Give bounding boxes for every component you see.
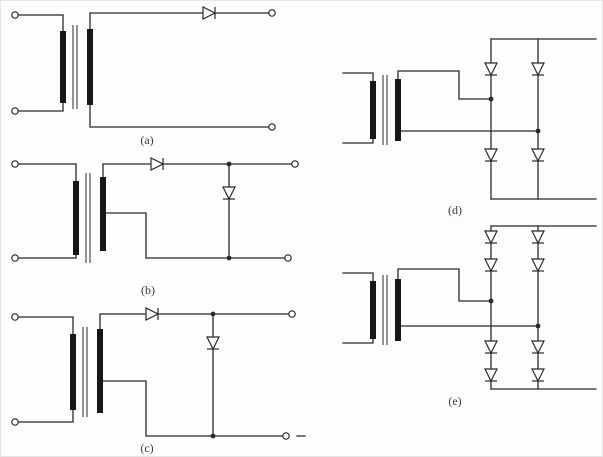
circuit-e: (e) — [342, 225, 597, 408]
junction-dot — [488, 298, 494, 304]
circuit-label-a: (a) — [140, 133, 153, 147]
output-terminal — [284, 254, 292, 262]
transformer-symbol — [370, 275, 401, 345]
circuit-a: (a) — [11, 6, 276, 147]
wires — [342, 225, 597, 390]
circuit-b: (b) — [11, 157, 299, 297]
diode-symbol — [150, 157, 164, 171]
diode-symbol — [484, 230, 498, 244]
input-terminal — [11, 160, 19, 168]
diode-symbol — [531, 230, 545, 244]
wires — [17, 12, 270, 128]
junction-dot — [535, 323, 541, 329]
diode-symbol — [531, 62, 545, 76]
diode-symbol — [484, 368, 498, 382]
input-terminal — [11, 254, 19, 262]
transformer-symbol — [73, 173, 106, 263]
diode-symbol — [484, 62, 498, 76]
diode-symbol — [206, 336, 220, 350]
diode-symbol — [484, 340, 498, 354]
circuit-label-b: (b) — [141, 283, 155, 297]
circuit-label-e: (e) — [448, 394, 461, 408]
transformer-symbol — [370, 75, 401, 145]
diode-symbol — [484, 148, 498, 162]
circuit-d: (d) — [342, 38, 597, 217]
junction-dot — [535, 128, 541, 134]
circuit-c: (c) — [11, 307, 306, 455]
diode-symbol — [202, 6, 216, 20]
input-terminal — [11, 107, 19, 115]
input-terminal — [11, 418, 19, 426]
diode-symbol — [531, 148, 545, 162]
diode-symbol — [484, 258, 498, 272]
input-terminal — [11, 11, 19, 19]
input-terminal — [11, 313, 19, 321]
diode-symbol — [531, 258, 545, 272]
wires — [17, 313, 306, 437]
transformer-symbol — [60, 25, 93, 109]
output-terminal — [268, 9, 276, 17]
wires — [17, 163, 293, 259]
junction-dot — [210, 433, 216, 439]
diode-symbol — [531, 340, 545, 354]
junction-dot — [210, 311, 216, 317]
transformer-symbol — [70, 327, 103, 417]
diode-symbol — [222, 186, 236, 200]
diode-symbol — [145, 307, 159, 321]
wires — [342, 38, 597, 200]
junction-dot — [226, 161, 232, 167]
output-terminal — [291, 160, 299, 168]
junction-dot — [226, 255, 232, 261]
output-terminal — [288, 310, 296, 318]
output-terminal — [268, 123, 276, 131]
output-terminal — [282, 432, 290, 440]
junction-dot — [488, 96, 494, 102]
circuit-label-d: (d) — [448, 203, 462, 217]
diode-symbol — [531, 368, 545, 382]
circuit-label-c: (c) — [140, 441, 153, 455]
